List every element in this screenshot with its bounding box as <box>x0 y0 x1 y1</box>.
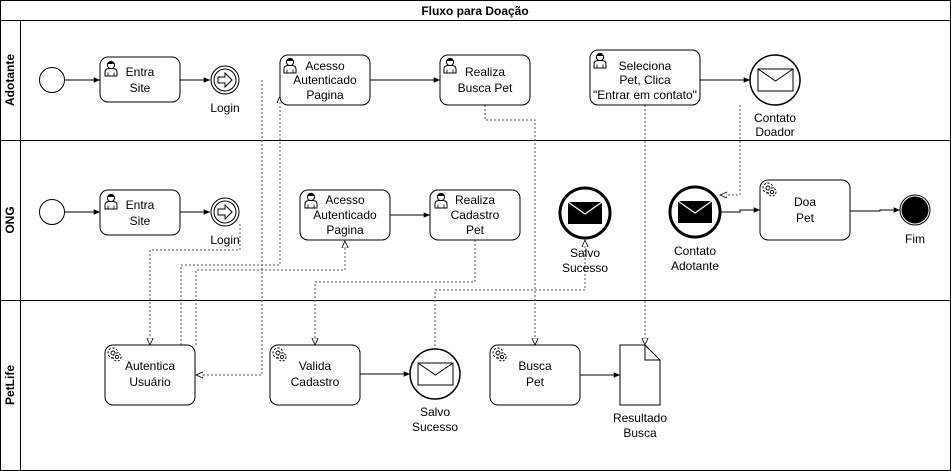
envelope-icon <box>567 201 603 224</box>
document-icon <box>619 344 661 406</box>
msg-salvo-petlife-ong <box>434 240 585 350</box>
envelope-icon <box>677 200 713 223</box>
diagram-title: Fluxo para Doação <box>421 4 528 18</box>
flow-doa-fim <box>850 207 900 213</box>
end-event-fim: Fim <box>899 194 931 246</box>
start-event-ong <box>39 199 65 225</box>
envelope-icon <box>417 362 454 386</box>
start-event-adotante <box>39 67 65 93</box>
svg-text:Fim: Fim <box>905 232 925 246</box>
msg-login-ong-autentica <box>150 224 241 345</box>
flow-contato-doa <box>720 207 760 213</box>
msg-autentica-acesso-adotante <box>180 96 280 345</box>
lane-label-adotante: Adotante <box>3 54 17 106</box>
lane-label-ong: ONG <box>3 206 17 233</box>
event-login-ong: Login <box>210 197 240 247</box>
msg-cadastro-valida <box>315 240 476 345</box>
msg-busca-adotante-petlife <box>484 105 535 345</box>
event-login-adotante: Login <box>210 65 240 115</box>
arrow-link-icon <box>217 71 233 89</box>
lane-label-petlife: PetLife <box>3 365 17 405</box>
svg-text:Login: Login <box>210 101 239 115</box>
svg-text:Login: Login <box>210 233 239 247</box>
msg-contato-doador-adotante <box>720 105 741 195</box>
envelope-icon <box>757 68 794 92</box>
arrow-link-icon <box>217 203 233 221</box>
msg-autentica-acesso-ong <box>195 241 345 345</box>
